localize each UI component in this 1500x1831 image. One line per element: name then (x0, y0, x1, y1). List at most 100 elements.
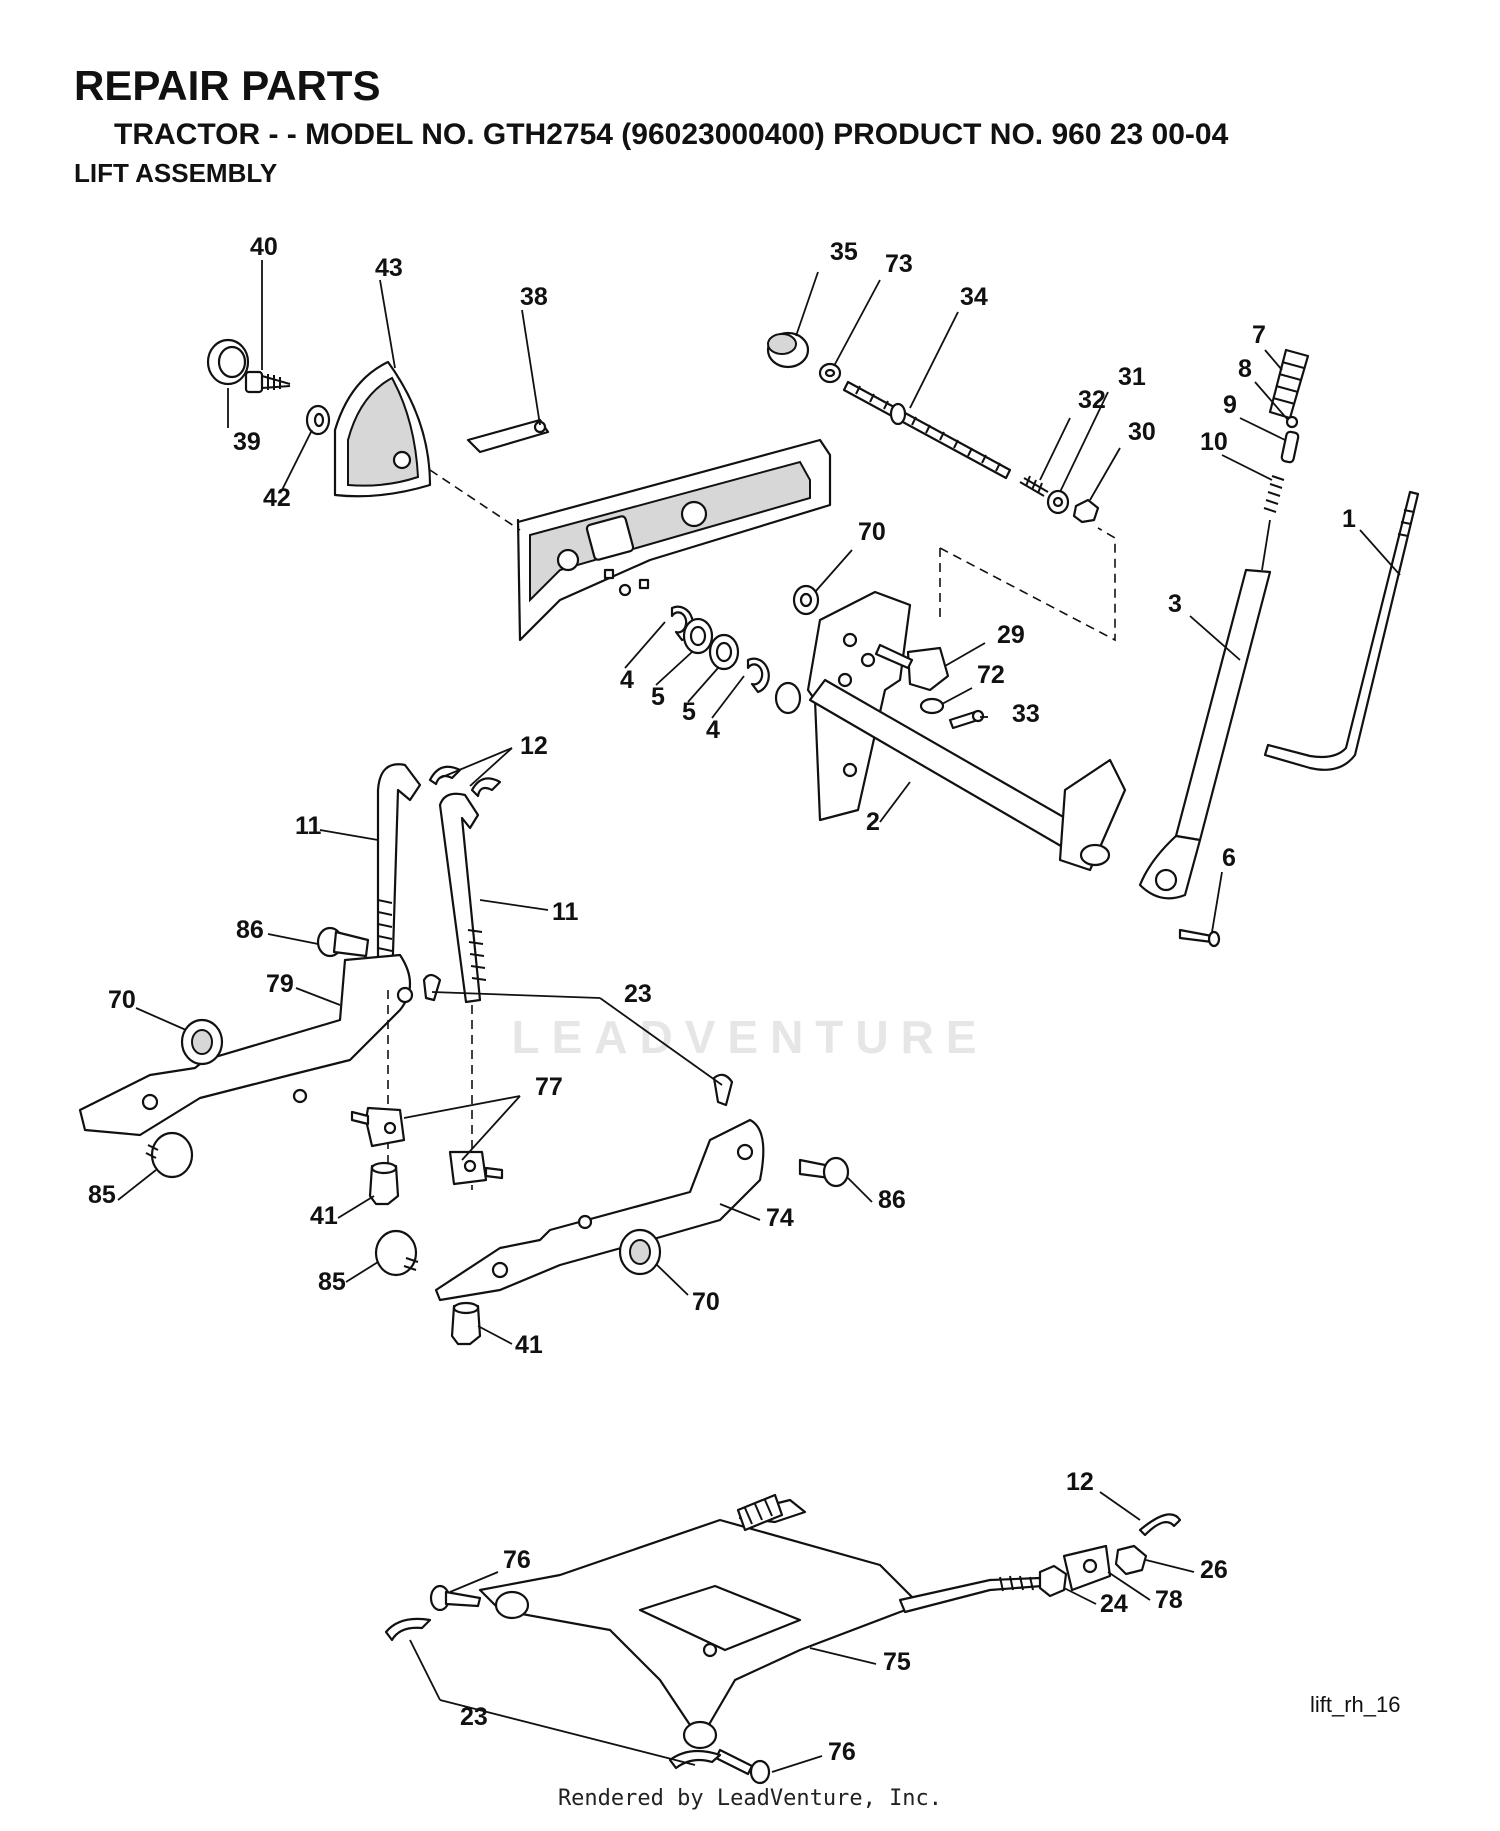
leader-c11a (319, 829, 379, 841)
part-31-washer[interactable] (1046, 489, 1070, 515)
leader-extra-2 (439, 1699, 696, 1766)
callout-c85a: 85 (88, 1181, 116, 1209)
part-38-spring-clip[interactable] (466, 418, 550, 454)
part-86-pin-lower[interactable] (798, 1156, 850, 1188)
part-11-link-right[interactable] (438, 792, 487, 1004)
part-5-washer-right[interactable] (708, 633, 740, 671)
part-4-clip-right[interactable] (746, 657, 770, 694)
callout-c23b: 23 (460, 1703, 488, 1731)
part-70-bushing-left[interactable] (180, 1018, 224, 1066)
callout-c33: 33 (1012, 700, 1040, 728)
part-7-grip[interactable] (1268, 348, 1310, 420)
part-35-knob[interactable] (766, 331, 810, 369)
part-76-bolt-upper[interactable] (429, 1584, 482, 1612)
part-6-bolt[interactable] (1178, 928, 1221, 948)
leader-lines (117, 260, 1401, 1773)
callout-c86a: 86 (236, 916, 264, 944)
callout-c75: 75 (883, 1648, 911, 1676)
callout-c1: 1 (1342, 505, 1356, 533)
part-29-trunnion[interactable] (874, 643, 950, 692)
part-23-clips-bottom[interactable] (384, 1617, 722, 1770)
part-85-button-right[interactable] (374, 1229, 419, 1277)
callout-c70a: 70 (858, 518, 886, 546)
part-74-lift-link-right[interactable] (434, 1118, 765, 1302)
leader-c32 (1039, 417, 1071, 481)
part-43-guide-plate[interactable] (333, 360, 432, 498)
leader-c4a (624, 621, 666, 669)
leader-c85a (117, 1169, 157, 1201)
leader-c24 (1063, 1587, 1097, 1605)
callout-c70b: 70 (108, 986, 136, 1014)
part-24-nut[interactable] (1038, 1564, 1068, 1598)
leader-c41b (477, 1325, 513, 1345)
part-26-nut[interactable] (1114, 1544, 1148, 1576)
part-76-bolt-lower[interactable] (714, 1748, 771, 1785)
part-10-spring[interactable] (1263, 475, 1285, 513)
callout-c42: 42 (263, 484, 291, 512)
part-86-pin-upper[interactable] (316, 926, 370, 958)
leader-c31 (1059, 391, 1109, 493)
part-5-washer-left[interactable] (682, 617, 714, 655)
part-12-clip-bottom[interactable] (1138, 1513, 1182, 1537)
callout-c79: 79 (266, 970, 294, 998)
leader-c72 (941, 687, 973, 705)
part-72-washer[interactable] (919, 697, 945, 715)
part-33-screw[interactable] (948, 709, 985, 730)
part-11-link-left[interactable] (376, 763, 422, 987)
leader-c26 (1145, 1559, 1195, 1573)
part-85-button-left[interactable] (145, 1131, 194, 1179)
part-9-pin[interactable] (1280, 430, 1300, 464)
callout-c73: 73 (885, 250, 913, 278)
part-1-rod[interactable] (1263, 490, 1420, 771)
part-39-collar[interactable] (206, 338, 250, 386)
callout-c12a: 12 (520, 732, 548, 760)
leader-c5b (687, 667, 719, 703)
callout-c3: 3 (1168, 590, 1182, 618)
callout-c85b: 85 (318, 1268, 346, 1296)
callout-c38: 38 (520, 283, 548, 311)
part-70-bushing-top[interactable] (792, 584, 820, 616)
callout-c70c: 70 (692, 1288, 720, 1316)
leader-c34 (909, 311, 959, 409)
callout-c34: 34 (960, 283, 988, 311)
part-40-bolt[interactable] (244, 370, 291, 394)
callout-c7: 7 (1252, 321, 1266, 349)
part-12-clips-top[interactable] (428, 765, 502, 798)
part-79-lift-link-left[interactable] (78, 953, 414, 1137)
part-32-spring[interactable] (1019, 475, 1049, 497)
leader-c2 (879, 781, 911, 823)
part-78-trunnion[interactable] (1062, 1544, 1112, 1592)
leader-c79 (295, 987, 341, 1006)
callout-c72: 72 (977, 661, 1005, 689)
part-2-lift-shaft[interactable] (774, 590, 1127, 872)
part-42-washer[interactable] (305, 404, 331, 436)
leader-c70a (814, 549, 853, 593)
leader-c35 (795, 271, 819, 337)
part-34-threaded-rod[interactable] (842, 380, 1012, 480)
part-70-bushing-right[interactable] (618, 1228, 662, 1276)
leader-c23a (431, 991, 601, 999)
footer-credit: Rendered by LeadVenture, Inc. (557, 1786, 943, 1811)
leader-c8 (1254, 381, 1289, 421)
leader-c29 (944, 642, 986, 667)
callout-c12b: 12 (1066, 1468, 1094, 1496)
part-75-front-hanger[interactable] (478, 1498, 1044, 1750)
leader-c7 (1264, 349, 1283, 371)
part-3-lift-handle[interactable] (1138, 568, 1272, 900)
leader-c1 (1359, 529, 1401, 576)
part-77-swivel-left[interactable] (350, 1106, 406, 1148)
callout-c86b: 86 (878, 1186, 906, 1214)
callout-c8: 8 (1238, 355, 1252, 383)
part-30-nut[interactable] (1072, 498, 1100, 524)
part-77-swivel-right[interactable] (448, 1150, 504, 1186)
callout-c4a: 4 (620, 666, 634, 694)
part-41-nut-lower[interactable] (450, 1301, 482, 1346)
part-41-nut-upper[interactable] (368, 1161, 400, 1206)
part-73-washer[interactable] (818, 362, 842, 384)
callout-c24: 24 (1100, 1590, 1128, 1618)
leader-extra-3 (439, 747, 513, 779)
leader-c41a (337, 1195, 375, 1219)
part-8-ball[interactable] (1285, 415, 1299, 429)
callout-c41a: 41 (310, 1202, 338, 1230)
part-pivot-stud (736, 1493, 784, 1532)
